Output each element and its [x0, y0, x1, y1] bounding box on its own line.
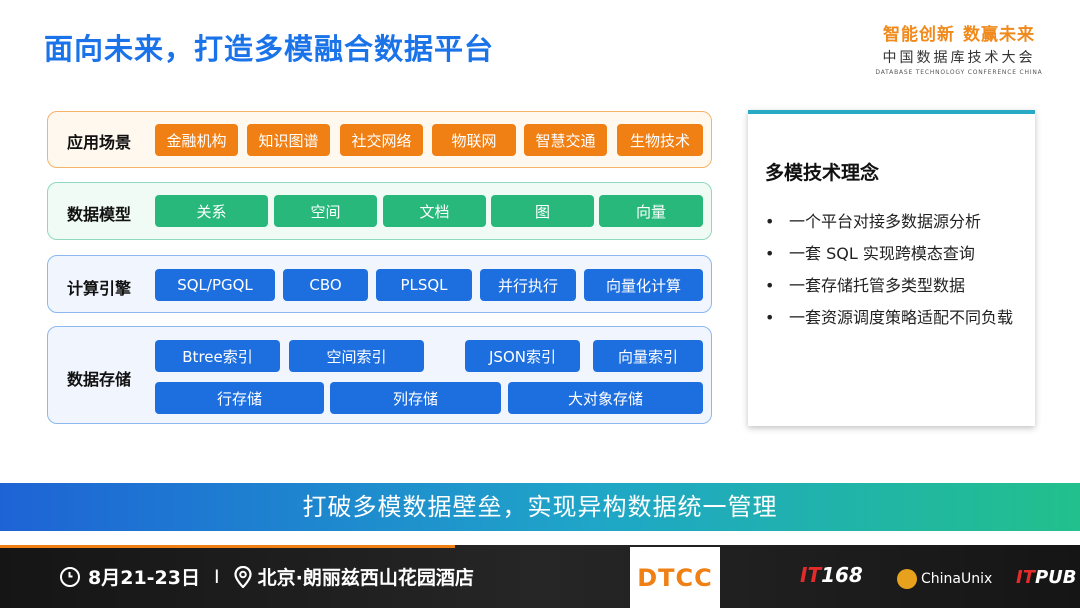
row-application: 应用场景 金融机构 知识图谱 社交网络 物联网 智慧交通 生物技术 — [47, 111, 712, 168]
bullet-icon: • — [765, 308, 775, 327]
concept-item: • 一套 SQL 实现跨模态查询 — [765, 238, 1027, 270]
dtcc-logo: DTCC — [630, 547, 720, 608]
chip-relational: 关系 — [155, 195, 268, 227]
concept-item-text: 一套 SQL 实现跨模态查询 — [789, 244, 975, 263]
concept-card-title: 多模技术理念 — [765, 162, 880, 184]
itpub-logo-part: IT — [1016, 567, 1035, 588]
chinaunix-logo: ChinaUnix — [897, 569, 992, 589]
footer-bar: 8月21-23日 I 北京·朗丽兹西山花园酒店 DTCC IT168 China… — [0, 545, 1080, 608]
chip-parallel-exec: 并行执行 — [480, 269, 576, 301]
chip-sql-pgql: SQL/PGQL — [155, 269, 275, 301]
chip-column-store: 列存储 — [330, 382, 501, 414]
row-label-application: 应用场景 — [67, 133, 132, 152]
chip-document: 文档 — [383, 195, 486, 227]
it168-logo: IT168 — [800, 563, 863, 587]
chip-biotech: 生物技术 — [617, 124, 703, 156]
concept-item: • 一套资源调度策略适配不同负载 — [765, 302, 1027, 334]
row-data-storage: 数据存储 Btree索引 空间索引 JSON索引 向量索引 行存储 列存储 大对… — [47, 326, 712, 424]
chip-btree-index: Btree索引 — [155, 340, 280, 372]
chip-lob-store: 大对象存储 — [508, 382, 703, 414]
event-date: 8月21-23日 — [88, 567, 200, 589]
globe-icon — [897, 569, 917, 589]
chip-social-network: 社交网络 — [340, 124, 423, 156]
page-title: 面向未来，打造多模融合数据平台 — [44, 32, 495, 66]
concept-list: • 一个平台对接多数据源分析 • 一套 SQL 实现跨模态查询 • 一套存储托管多类型… — [765, 206, 1027, 334]
chip-iot: 物联网 — [432, 124, 516, 156]
itpub-logo: ITPUB — [1016, 567, 1077, 588]
row-data-model: 数据模型 关系 空间 文档 图 向量 — [47, 182, 712, 240]
chip-json-index: JSON索引 — [465, 340, 580, 372]
concept-item: • 一套存储托管多类型数据 — [765, 270, 1027, 302]
event-location: 北京·朗丽兹西山花园酒店 — [257, 567, 474, 589]
concept-item-text: 一个平台对接多数据源分析 — [789, 212, 982, 231]
chip-vector-index: 向量索引 — [593, 340, 703, 372]
concept-item-text: 一套资源调度策略适配不同负载 — [789, 308, 1014, 327]
row-label-data-storage: 数据存储 — [67, 370, 132, 389]
bullet-icon: • — [765, 244, 775, 263]
brand-slogan: 智能创新数赢未来 — [874, 20, 1044, 45]
concept-card: 多模技术理念 • 一个平台对接多数据源分析 • 一套 SQL 实现跨模态查询 • 一套… — [748, 110, 1035, 426]
chip-spatial: 空间 — [274, 195, 377, 227]
chinaunix-logo-text: ChinaUnix — [921, 571, 993, 587]
row-label-data-model: 数据模型 — [67, 205, 132, 224]
brand-name-cn: 中国数据库技术大会 — [882, 50, 1036, 66]
brand-name-en: DATABASE TECHNOLOGY CONFERENCE CHINA — [875, 69, 1043, 76]
chip-plsql: PLSQL — [376, 269, 472, 301]
brand-slogan-1: 智能创新 — [883, 25, 955, 45]
footer-accent-line — [0, 545, 455, 548]
chip-vector: 向量 — [599, 195, 703, 227]
chip-vectorized-compute: 向量化计算 — [584, 269, 703, 301]
footer-separator: I — [214, 565, 220, 588]
bullet-icon: • — [765, 212, 775, 231]
event-info: 8月21-23日 I 北京·朗丽兹西山花园酒店 — [60, 563, 474, 590]
chip-knowledge-graph: 知识图谱 — [247, 124, 330, 156]
clock-icon — [60, 566, 80, 587]
chip-row-store: 行存储 — [155, 382, 324, 414]
it168-logo-part: IT — [800, 563, 822, 587]
summary-banner: 打破多模数据壁垒，实现异构数据统一管理 — [0, 483, 1080, 531]
location-pin-icon — [234, 565, 252, 588]
it168-logo-number: 168 — [821, 563, 863, 587]
conference-brand: 智能创新数赢未来 中国数据库技术大会 DATABASE TECHNOLOGY C… — [874, 20, 1044, 76]
brand-slogan-2: 数赢未来 — [963, 25, 1035, 45]
concept-item-text: 一套存储托管多类型数据 — [789, 276, 966, 295]
concept-item: • 一个平台对接多数据源分析 — [765, 206, 1027, 238]
row-label-compute-engine: 计算引擎 — [67, 279, 132, 298]
chip-smart-traffic: 智慧交通 — [524, 124, 607, 156]
chip-spatial-index: 空间索引 — [289, 340, 424, 372]
itpub-logo-rest: PUB — [1034, 567, 1077, 588]
chip-graph: 图 — [491, 195, 594, 227]
chip-finance: 金融机构 — [155, 124, 238, 156]
row-compute-engine: 计算引擎 SQL/PGQL CBO PLSQL 并行执行 向量化计算 — [47, 255, 712, 313]
bullet-icon: • — [765, 276, 775, 295]
chip-cbo: CBO — [283, 269, 368, 301]
